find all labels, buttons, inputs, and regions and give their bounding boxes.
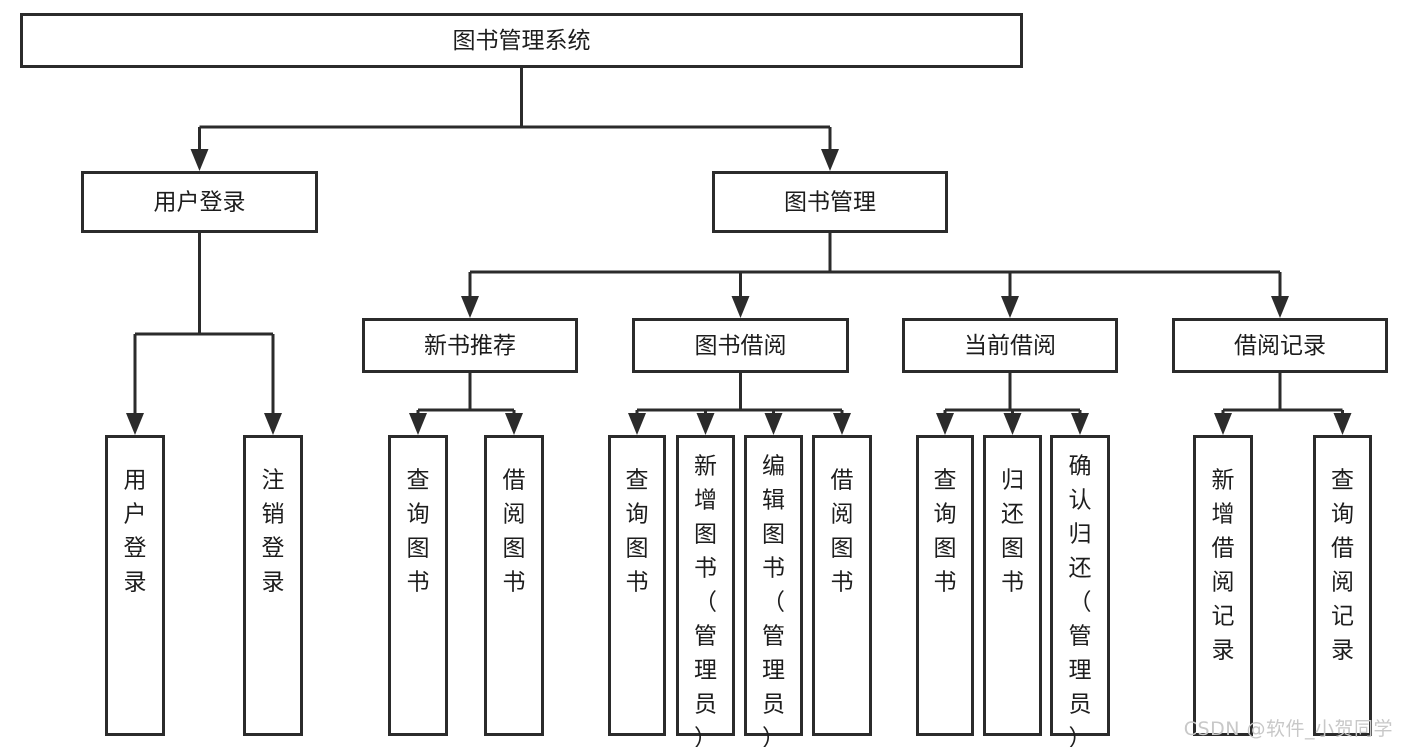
node-box: [712, 171, 948, 233]
node-box: [983, 435, 1042, 736]
node-box: [608, 435, 666, 736]
node-box: [105, 435, 165, 736]
arrow-head-icon: [461, 296, 479, 318]
node-label: 借阅记录: [1234, 333, 1326, 359]
node-新增借阅记录[interactable]: 新增借阅记录: [1193, 435, 1253, 736]
arrow-head-icon: [264, 413, 282, 435]
arrow-head-icon: [1003, 413, 1022, 435]
node-label: 查询借阅记录: [1331, 467, 1354, 663]
node-新书推荐[interactable]: 新书推荐: [362, 318, 578, 373]
node-当前借阅[interactable]: 当前借阅: [902, 318, 1118, 373]
arrow-head-icon: [1001, 296, 1019, 318]
node-查询图书[interactable]: 查询图书: [916, 435, 974, 736]
arrow-head-icon: [1271, 296, 1289, 318]
arrow-head-icon: [833, 413, 851, 435]
node-借阅图书[interactable]: 借阅图书: [812, 435, 872, 736]
node-注销登录[interactable]: 注销登录: [243, 435, 303, 736]
node-label: 用户登录: [154, 190, 246, 216]
node-查询借阅记录[interactable]: 查询借阅记录: [1313, 435, 1372, 736]
node-box: [916, 435, 974, 736]
node-box: [676, 435, 735, 736]
node-box: [902, 318, 1118, 373]
node-box: [1050, 435, 1110, 736]
node-查询图书[interactable]: 查询图书: [388, 435, 448, 736]
node-box: [632, 318, 849, 373]
node-图书管理[interactable]: 图书管理: [712, 171, 948, 233]
node-box: [20, 13, 1023, 68]
node-label: 借阅图书: [831, 467, 854, 595]
node-label: 图书借阅: [695, 333, 787, 359]
arrow-head-icon: [821, 149, 839, 171]
node-label: 新增图书（管理员）: [694, 453, 717, 747]
arrow-head-icon: [1071, 413, 1089, 435]
node-box: [1193, 435, 1253, 736]
node-label: 编辑图书（管理员）: [762, 453, 785, 747]
node-label: 新书推荐: [424, 333, 516, 359]
node-box: [484, 435, 544, 736]
node-box: [362, 318, 578, 373]
node-确认归还管理员[interactable]: 确认归还（管理员）: [1050, 435, 1110, 747]
node-box: [1172, 318, 1388, 373]
node-box: [243, 435, 303, 736]
node-box: [388, 435, 448, 736]
node-label: 图书管理: [784, 190, 876, 216]
node-用户登录[interactable]: 用户登录: [81, 171, 318, 233]
arrow-head-icon: [190, 149, 209, 171]
node-label: 归还图书: [1001, 467, 1024, 595]
node-label: 图书管理系统: [453, 28, 591, 54]
node-图书借阅[interactable]: 图书借阅: [632, 318, 849, 373]
node-图书管理系统[interactable]: 图书管理系统: [20, 13, 1023, 68]
arrow-head-icon: [1333, 413, 1352, 435]
node-label: 借阅图书: [503, 467, 526, 595]
arrow-head-icon: [505, 413, 523, 435]
node-label: 查询图书: [626, 467, 649, 595]
node-label: 查询图书: [934, 467, 957, 595]
node-box: [81, 171, 318, 233]
connectors-layer: [126, 68, 1352, 435]
node-借阅图书[interactable]: 借阅图书: [484, 435, 544, 736]
node-box: [1313, 435, 1372, 736]
arrow-head-icon: [731, 296, 750, 318]
node-label: 当前借阅: [964, 333, 1056, 359]
arrow-head-icon: [764, 413, 783, 435]
node-查询图书[interactable]: 查询图书: [608, 435, 666, 736]
arrow-head-icon: [409, 413, 427, 435]
node-box: [812, 435, 872, 736]
nodes-layer: 图书管理系统用户登录图书管理用户登录注销登录新书推荐查询图书借阅图书图书借阅查询…: [20, 13, 1388, 747]
arrow-head-icon: [628, 413, 646, 435]
node-label: 注销登录: [262, 467, 285, 595]
node-label: 用户登录: [124, 467, 147, 595]
arrow-head-icon: [126, 413, 144, 435]
arrow-head-icon: [696, 413, 715, 435]
node-label: 查询图书: [407, 467, 430, 595]
node-新增图书管理员[interactable]: 新增图书（管理员）: [676, 435, 735, 747]
node-label: 确认归还（管理员）: [1069, 453, 1092, 747]
node-编辑图书管理员[interactable]: 编辑图书（管理员）: [744, 435, 803, 747]
node-归还图书[interactable]: 归还图书: [983, 435, 1042, 736]
node-借阅记录[interactable]: 借阅记录: [1172, 318, 1388, 373]
node-用户登录[interactable]: 用户登录: [105, 435, 165, 736]
arrow-head-icon: [1214, 413, 1232, 435]
node-box: [744, 435, 803, 736]
arrow-head-icon: [936, 413, 954, 435]
node-label: 新增借阅记录: [1212, 467, 1235, 663]
